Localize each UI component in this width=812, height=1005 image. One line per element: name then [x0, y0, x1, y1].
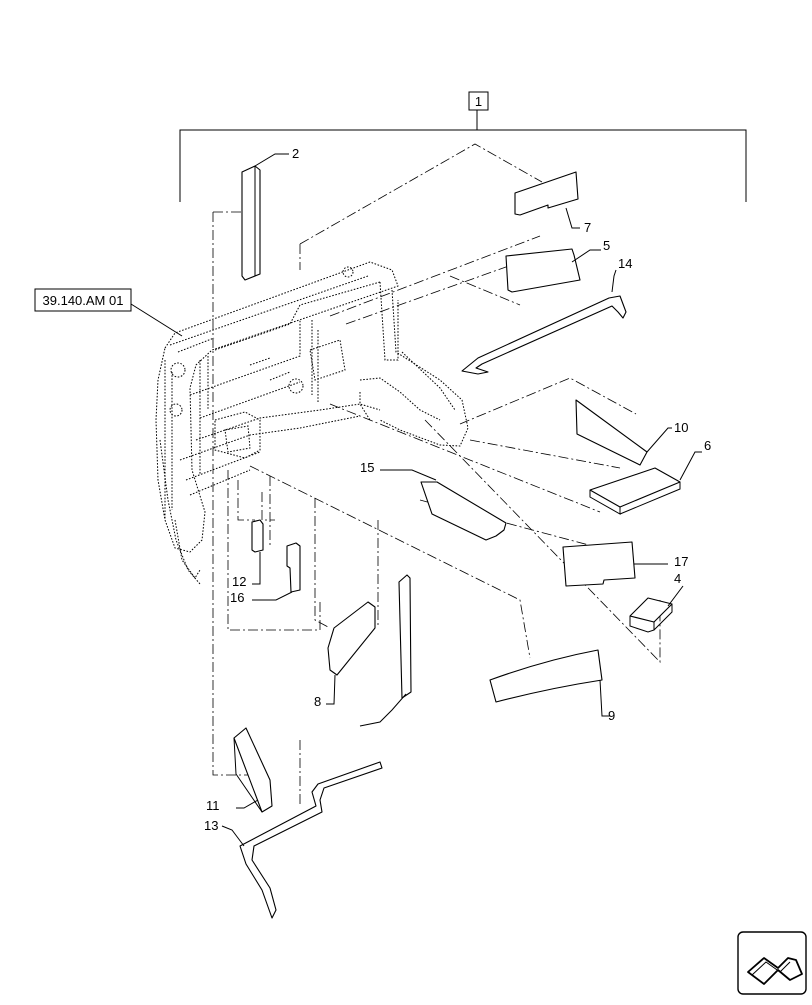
part-11-block[interactable]: 12	[232, 519, 264, 589]
callout-5: 6	[704, 438, 711, 453]
part-16-pad[interactable]: 17	[562, 541, 688, 587]
callout-10: 11	[206, 798, 220, 813]
arrow-nav-icon[interactable]	[737, 931, 807, 995]
callout-7: 8	[314, 694, 321, 709]
part-6-pad[interactable]: 7	[514, 171, 591, 235]
callout-15: 16	[230, 590, 244, 605]
assembly-item-number: 1	[475, 94, 482, 109]
part-14-pad[interactable]: 15	[360, 460, 507, 541]
callout-8: 9	[608, 708, 615, 723]
callout-4: 5	[603, 238, 610, 253]
callout-11: 12	[232, 574, 246, 589]
callout-16: 17	[674, 554, 688, 569]
part-9-wedge[interactable]: 10	[575, 399, 688, 466]
part-4-pad[interactable]: 5	[505, 238, 610, 293]
part-3-pad[interactable]: 4	[629, 571, 684, 633]
callout-12: 13	[204, 818, 218, 833]
part-5-pad[interactable]: 6	[589, 438, 711, 515]
callout-9: 10	[674, 420, 688, 435]
part-12-seal[interactable]: 13	[204, 761, 383, 919]
phantom-lines	[212, 143, 661, 805]
callout-13: 14	[618, 256, 632, 271]
callout-3: 4	[674, 571, 681, 586]
part-7-pad[interactable]: 8	[314, 601, 376, 709]
callout-6: 7	[584, 220, 591, 235]
reference-label: 39.140.AM 01	[43, 293, 124, 308]
part-17-strip[interactable]	[359, 574, 412, 727]
part-8-pad[interactable]: 9	[489, 649, 615, 723]
part-13-seal[interactable]: 14	[461, 256, 632, 375]
assembly-bracket: 1	[179, 91, 747, 202]
main-frame	[155, 261, 469, 585]
reference-callout[interactable]: 39.140.AM 01	[34, 288, 183, 337]
callout-2: 2	[292, 146, 299, 161]
part-10-pad[interactable]: 11	[206, 727, 273, 813]
part-15-block[interactable]: 16	[230, 542, 301, 605]
callout-14: 15	[360, 460, 374, 475]
part-2-strip[interactable]: 2	[241, 146, 299, 281]
